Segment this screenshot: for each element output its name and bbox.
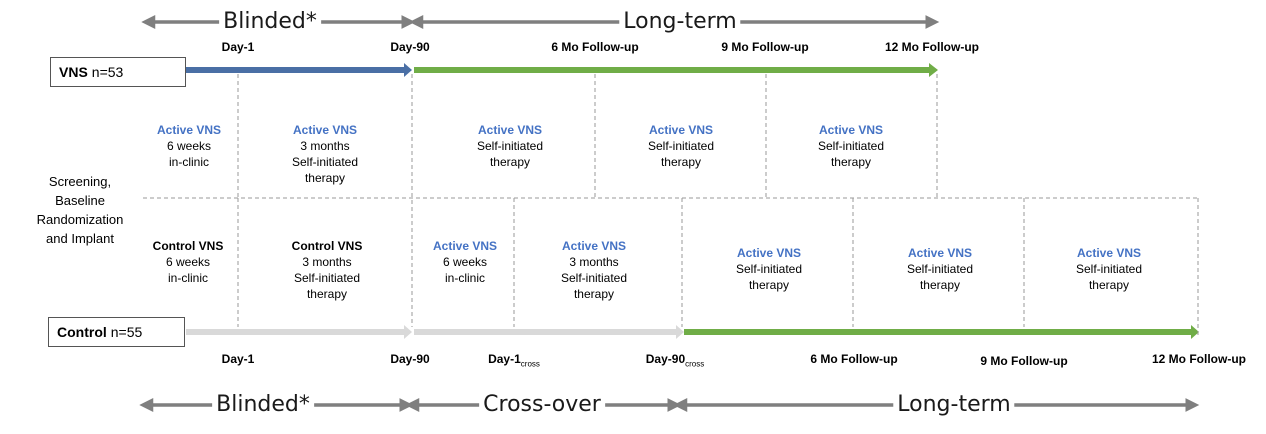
- top-timepoint-day90: Day-90: [390, 40, 430, 54]
- control-longterm-bar: [684, 329, 1191, 335]
- bottom-timepoint-day90-cross: Day-90cross: [646, 352, 704, 368]
- top-timepoint-12mo: 12 Mo Follow-up: [885, 40, 979, 54]
- control-cell-5-line2: therapy: [748, 278, 790, 292]
- vns-group-name: VNS: [59, 64, 88, 80]
- vns-cell-4-title: Active VNS: [648, 123, 714, 137]
- control-longterm-arrowhead: [1191, 325, 1199, 339]
- vns-cell-5-title: Active VNS: [818, 123, 884, 137]
- bottom-timepoint-6mo: 6 Mo Follow-up: [810, 352, 898, 366]
- vns-cell-1-line2: in-clinic: [168, 155, 209, 169]
- screening-label: Screening, Baseline Randomization and Im…: [36, 174, 124, 246]
- control-cell-7-line1: Self-initiated: [1075, 262, 1143, 276]
- bottom-timepoint-12mo: 12 Mo Follow-up: [1152, 352, 1246, 366]
- bottom-timepoint-day90: Day-90: [390, 352, 430, 366]
- control-cell-4-title: Active VNS: [561, 239, 627, 253]
- control-cell-4-line2: Self-initiated: [560, 271, 628, 285]
- vns-blinded-arrowhead: [404, 63, 412, 77]
- control-cell-3: Active VNS 6 weeks in-clinic: [433, 238, 497, 286]
- bottom-timepoint-9mo: 9 Mo Follow-up: [980, 354, 1068, 368]
- control-cell-5-line1: Self-initiated: [735, 262, 803, 276]
- vns-cell-1-title: Active VNS: [156, 123, 222, 137]
- vns-cell-2-line1: 3 months: [300, 139, 350, 153]
- vns-cell-3-line1: Self-initiated: [476, 139, 544, 153]
- top-timepoint-day1: Day-1: [221, 40, 255, 54]
- control-cell-7: Active VNS Self-initiated therapy: [1076, 245, 1142, 293]
- vns-cell-2: Active VNS 3 months Self-initiated thera…: [292, 122, 358, 186]
- vns-cell-2-line2: Self-initiated: [291, 155, 359, 169]
- control-cell-5: Active VNS Self-initiated therapy: [736, 245, 802, 293]
- control-cell-1-line1: 6 weeks: [165, 255, 211, 269]
- bottom-timepoint-day1-cross: Day-1cross: [488, 352, 540, 368]
- control-cell-2: Control VNS 3 months Self-initiated ther…: [292, 238, 363, 302]
- vns-cell-4: Active VNS Self-initiated therapy: [648, 122, 714, 170]
- day90-cross-subscript: cross: [685, 359, 705, 369]
- top-timepoint-6mo: 6 Mo Follow-up: [551, 40, 639, 54]
- control-blinded-bar: [186, 329, 404, 335]
- vns-cell-5-line2: therapy: [830, 155, 872, 169]
- bottom-timepoint-day1: Day-1: [221, 352, 255, 366]
- control-group-name: Control: [57, 324, 107, 340]
- control-cell-4-line3: therapy: [573, 287, 615, 301]
- control-cell-1: Control VNS 6 weeks in-clinic: [153, 238, 224, 286]
- control-cell-3-line2: in-clinic: [444, 271, 485, 285]
- control-cell-6: Active VNS Self-initiated therapy: [907, 245, 973, 293]
- vns-cell-5-line1: Self-initiated: [817, 139, 885, 153]
- control-crossover-arrowhead: [676, 325, 684, 339]
- day1-cross-main: Day-1: [488, 352, 521, 366]
- vns-cell-1: Active VNS 6 weeks in-clinic: [157, 122, 221, 170]
- control-cell-6-line2: therapy: [919, 278, 961, 292]
- control-group-count: n=55: [110, 324, 143, 340]
- control-cell-3-line1: 6 weeks: [442, 255, 488, 269]
- vns-cell-3: Active VNS Self-initiated therapy: [477, 122, 543, 170]
- vns-blinded-bar: [186, 67, 404, 73]
- control-cell-2-line2: Self-initiated: [293, 271, 361, 285]
- vns-cell-4-line2: therapy: [660, 155, 702, 169]
- control-cell-6-line1: Self-initiated: [906, 262, 974, 276]
- control-cell-7-line2: therapy: [1088, 278, 1130, 292]
- day90-cross-main: Day-90: [645, 352, 686, 366]
- vns-cell-2-line3: therapy: [304, 171, 346, 185]
- control-cell-3-title: Active VNS: [432, 239, 498, 253]
- control-crossover-bar: [414, 329, 676, 335]
- vns-cell-3-line2: therapy: [489, 155, 531, 169]
- top-blinded-label: Blinded*: [219, 9, 321, 35]
- control-cell-6-title: Active VNS: [907, 246, 973, 260]
- vns-cell-5: Active VNS Self-initiated therapy: [818, 122, 884, 170]
- top-timepoint-9mo: 9 Mo Follow-up: [721, 40, 809, 54]
- control-cell-4-line1: 3 months: [569, 255, 619, 269]
- vns-longterm-bar: [414, 67, 929, 73]
- vns-longterm-arrowhead: [929, 63, 938, 77]
- day1-cross-subscript: cross: [520, 359, 540, 369]
- control-blinded-arrowhead: [404, 325, 412, 339]
- control-cell-2-title: Control VNS: [291, 239, 363, 253]
- control-cell-7-title: Active VNS: [1076, 246, 1142, 260]
- bottom-blinded-label: Blinded*: [212, 392, 314, 418]
- control-cell-2-line3: therapy: [306, 287, 348, 301]
- bottom-longterm-label: Long-term: [893, 392, 1015, 418]
- top-longterm-label: Long-term: [619, 9, 741, 35]
- control-group-box: Control n=55: [48, 317, 185, 347]
- vns-cell-3-title: Active VNS: [477, 123, 543, 137]
- vns-group-box: VNS n=53: [50, 57, 186, 87]
- vns-group-count: n=53: [91, 64, 124, 80]
- control-cell-1-title: Control VNS: [152, 239, 224, 253]
- vns-cell-2-title: Active VNS: [292, 123, 358, 137]
- control-cell-1-line2: in-clinic: [167, 271, 209, 285]
- vns-cell-1-line1: 6 weeks: [166, 139, 212, 153]
- bottom-crossover-label: Cross-over: [479, 392, 605, 418]
- control-cell-2-line1: 3 months: [302, 255, 352, 269]
- vns-cell-4-line1: Self-initiated: [647, 139, 715, 153]
- control-cell-4: Active VNS 3 months Self-initiated thera…: [561, 238, 627, 302]
- control-cell-5-title: Active VNS: [736, 246, 802, 260]
